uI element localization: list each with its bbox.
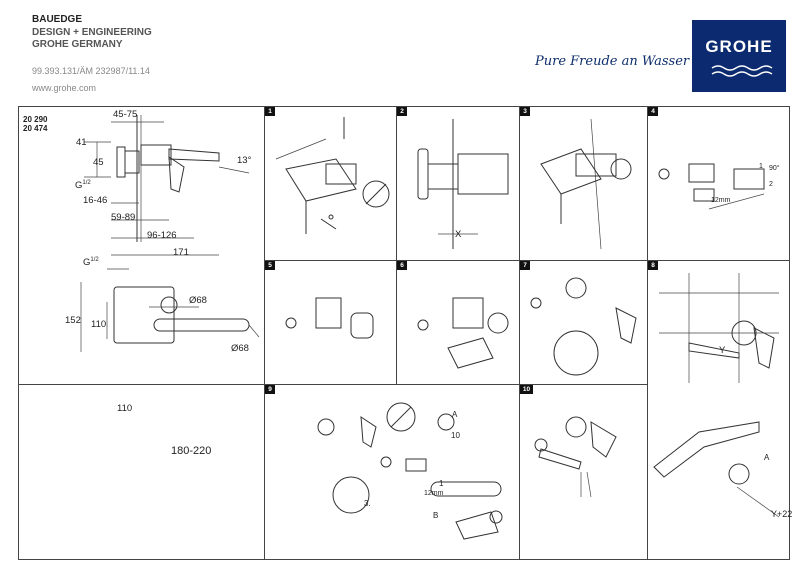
dim-171: 171: [173, 247, 189, 258]
step-10-badge: 10: [520, 385, 533, 394]
logo-wordmark: GROHE: [705, 37, 773, 56]
step-10-illustration: [534, 416, 617, 498]
step-1-badge: 1: [265, 107, 275, 116]
step-9-label-12mm: 12mm: [424, 490, 444, 497]
step-4-label-90: 90°: [769, 165, 780, 172]
divider-col4: [647, 107, 648, 559]
grohe-logo: GROHE: [692, 20, 786, 92]
step-5-illustration: [285, 297, 374, 339]
dim-height-range: 180-220: [171, 445, 212, 457]
step-3-illustration: [540, 118, 632, 250]
step-8-badge: 8: [648, 261, 658, 270]
step-7-illustration: [530, 277, 637, 376]
step-4-label-2: 2: [769, 181, 773, 188]
side-view-drawing: [80, 115, 260, 352]
divider-col3: [519, 107, 520, 559]
step-3-badge: 3: [520, 107, 530, 116]
dim-dia68-spout: Ø68: [231, 343, 249, 354]
header-block: BAUEDGE DESIGN + ENGINEERING GROHE GERMA…: [32, 14, 152, 95]
step-1-illustration: [275, 117, 390, 234]
step-5-badge: 5: [265, 261, 275, 270]
step-9-label-b: B: [433, 511, 439, 520]
series-name: BAUEDGE: [32, 14, 83, 25]
divider-row1: [264, 260, 789, 261]
document-code: 99.393.131/ÄM 232987/11.14: [32, 65, 150, 76]
logo-waves-icon: [711, 65, 773, 77]
divider-col2: [396, 107, 397, 384]
dim-152: 152: [65, 315, 81, 326]
step-9-badge: 9: [265, 385, 275, 394]
step-template-illustration: [653, 421, 780, 518]
template-label-a: A: [764, 453, 770, 462]
template-label-y22: Y+22: [771, 509, 793, 519]
step-8-label-y: Y: [719, 345, 726, 356]
dim-16-46: 16-46: [83, 195, 108, 206]
step-2-illustration: [417, 119, 509, 249]
website-link[interactable]: www.grohe.com: [32, 83, 97, 93]
step-2-label-x: X: [455, 229, 462, 240]
dim-45: 45: [93, 157, 104, 168]
instruction-sheet: 1 2 3 4 5 6 7 8 9 10 20 290 20 474: [18, 106, 793, 560]
dim-thread-g: G1/2: [75, 180, 91, 192]
model-number-1: 20 290: [23, 115, 48, 124]
step-6-badge: 6: [397, 261, 407, 270]
dim-thread-g2: G1/2: [83, 257, 99, 269]
dim-110: 110: [91, 319, 107, 330]
dim-spacing-110: 110: [117, 403, 133, 414]
step-9-label-1: 1: [439, 479, 444, 488]
step-9-label-3: 3.: [364, 499, 371, 508]
dim-59-89: 59-89: [111, 212, 136, 223]
divider-vertical-left: [264, 107, 265, 559]
step-9-label-10: 10: [451, 431, 460, 440]
brand-slogan: Pure Freude an Wasser: [535, 54, 690, 69]
dim-angle: 13°: [237, 155, 252, 166]
design-line: DESIGN + ENGINEERING: [32, 26, 152, 38]
step-2-badge: 2: [397, 107, 407, 116]
step-8-illustration: [659, 273, 779, 383]
dim-41: 41: [76, 137, 87, 148]
step-9-label-a: A: [452, 410, 458, 419]
step-4-label-1: 1: [759, 163, 763, 170]
step-6-illustration: [417, 297, 509, 369]
dim-wall-depth: 45-75: [113, 109, 138, 120]
country-line: GROHE GERMANY: [32, 39, 123, 50]
dim-96-126: 96-126: [147, 230, 177, 241]
step-9-illustration: [317, 402, 503, 540]
step-4-illustration: [658, 163, 765, 210]
divider-row2: [264, 384, 647, 385]
step-4-badge: 4: [648, 107, 658, 116]
step-4-label-12mm: 12mm: [711, 197, 731, 204]
model-number-2: 20 474: [23, 124, 48, 133]
divider-left-horizontal: [19, 384, 264, 385]
dim-dia68-rosette: Ø68: [189, 295, 207, 306]
step-7-badge: 7: [520, 261, 530, 270]
